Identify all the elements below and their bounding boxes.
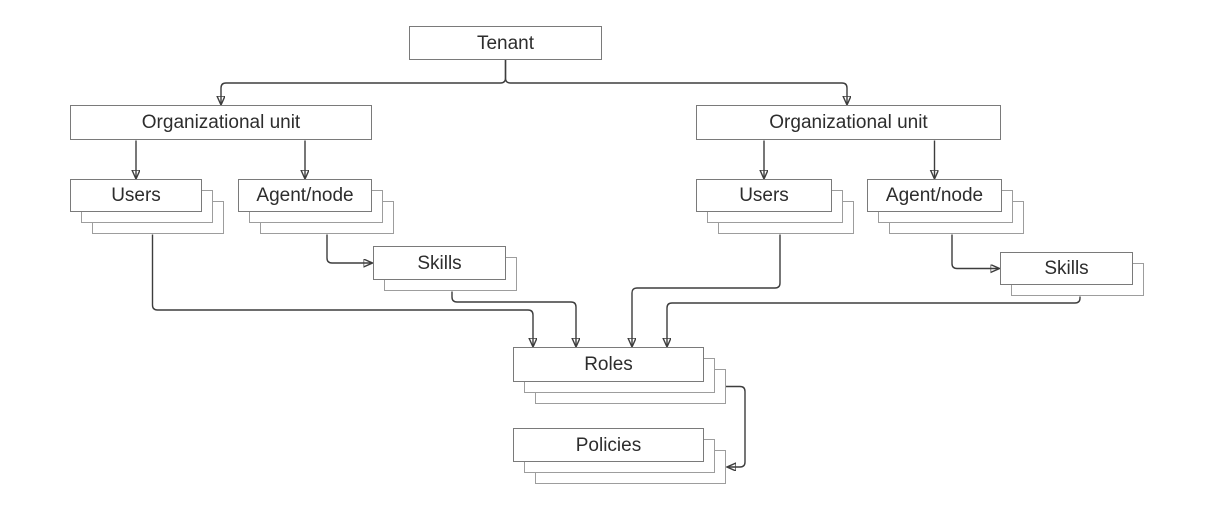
node-label: Agent/node (256, 185, 354, 206)
node-box: Policies (513, 428, 704, 462)
node-box: Skills (1000, 252, 1133, 285)
node-users-right: Users (696, 179, 854, 234)
edge-tenant-to-ou-left (221, 60, 507, 104)
node-label: Tenant (476, 32, 535, 54)
edge-users-right-to-roles (632, 234, 781, 347)
node-roles: Roles (513, 347, 726, 404)
node-box: Organizational unit (696, 105, 1001, 140)
node-box: Skills (373, 246, 506, 280)
edge-agent-left-to-skills-left (326, 234, 372, 264)
node-box: Agent/node (867, 179, 1002, 212)
node-label: Users (739, 185, 789, 206)
node-label: Users (111, 185, 161, 206)
edge-skills-left-to-roles (451, 291, 576, 347)
node-label: Skills (417, 252, 462, 274)
node-users-left: Users (70, 179, 224, 234)
edge-agent-right-to-skills-right (951, 234, 999, 269)
node-label: Organizational unit (141, 112, 301, 133)
node-organizational-unit-left: Organizational unit (70, 105, 372, 140)
node-label: Policies (575, 434, 642, 456)
node-label: Organizational unit (769, 112, 928, 133)
node-box: Tenant (409, 26, 602, 60)
node-box: Users (70, 179, 202, 212)
node-skills-left: Skills (373, 246, 517, 291)
node-label: Skills (1044, 258, 1089, 279)
node-organizational-unit-right: Organizational unit (696, 105, 1001, 140)
node-box: Organizational unit (70, 105, 372, 140)
node-skills-right: Skills (1000, 252, 1144, 296)
node-agent-node-left: Agent/node (238, 179, 394, 234)
node-box: Users (696, 179, 832, 212)
node-policies: Policies (513, 428, 726, 484)
node-box: Agent/node (238, 179, 372, 212)
node-tenant: Tenant (409, 26, 602, 60)
node-box: Roles (513, 347, 704, 382)
edge-skills-right-to-roles (667, 296, 1081, 347)
node-label: Roles (584, 354, 633, 375)
edge-tenant-to-ou-right (504, 60, 848, 104)
node-label: Agent/node (885, 185, 984, 206)
node-agent-node-right: Agent/node (867, 179, 1024, 234)
edge-roles-to-policies (726, 385, 746, 468)
